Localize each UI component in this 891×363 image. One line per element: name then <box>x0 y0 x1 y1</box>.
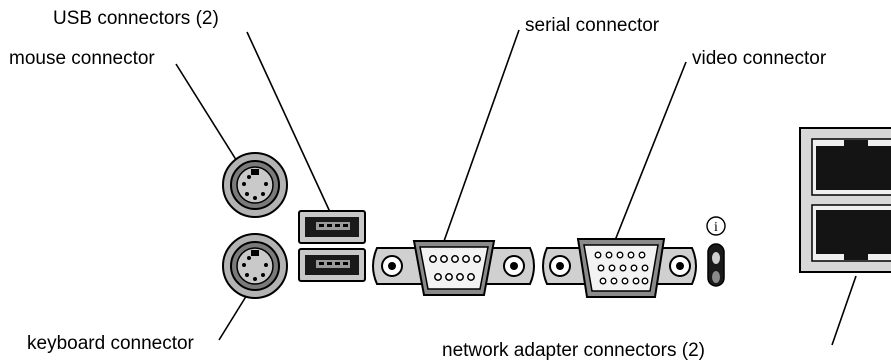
info-indicator: i <box>706 216 726 287</box>
label-network-adapter-connectors: network adapter connectors (2) <box>442 340 705 361</box>
leader-network <box>831 275 857 346</box>
label-video-connector: video connector <box>692 48 827 69</box>
leader-mouse <box>175 63 246 175</box>
label-mouse-connector: mouse connector <box>9 48 155 69</box>
leader-serial <box>437 29 520 259</box>
leader-video <box>611 61 687 249</box>
serial-connector <box>372 240 535 296</box>
label-keyboard-connector: keyboard connector <box>27 333 194 354</box>
info-icon: i <box>714 220 718 235</box>
leader-keyboard <box>218 289 251 341</box>
label-usb-connectors: USB connectors (2) <box>53 8 219 29</box>
network-adapter-connectors <box>799 127 891 273</box>
leader-usb <box>246 31 331 213</box>
mouse-ps2-connector <box>222 152 288 218</box>
keyboard-ps2-connector <box>222 233 288 299</box>
leader-lines <box>175 29 857 346</box>
label-serial-connector: serial connector <box>525 15 660 36</box>
video-connector <box>542 238 697 298</box>
usb-connectors <box>298 210 366 282</box>
